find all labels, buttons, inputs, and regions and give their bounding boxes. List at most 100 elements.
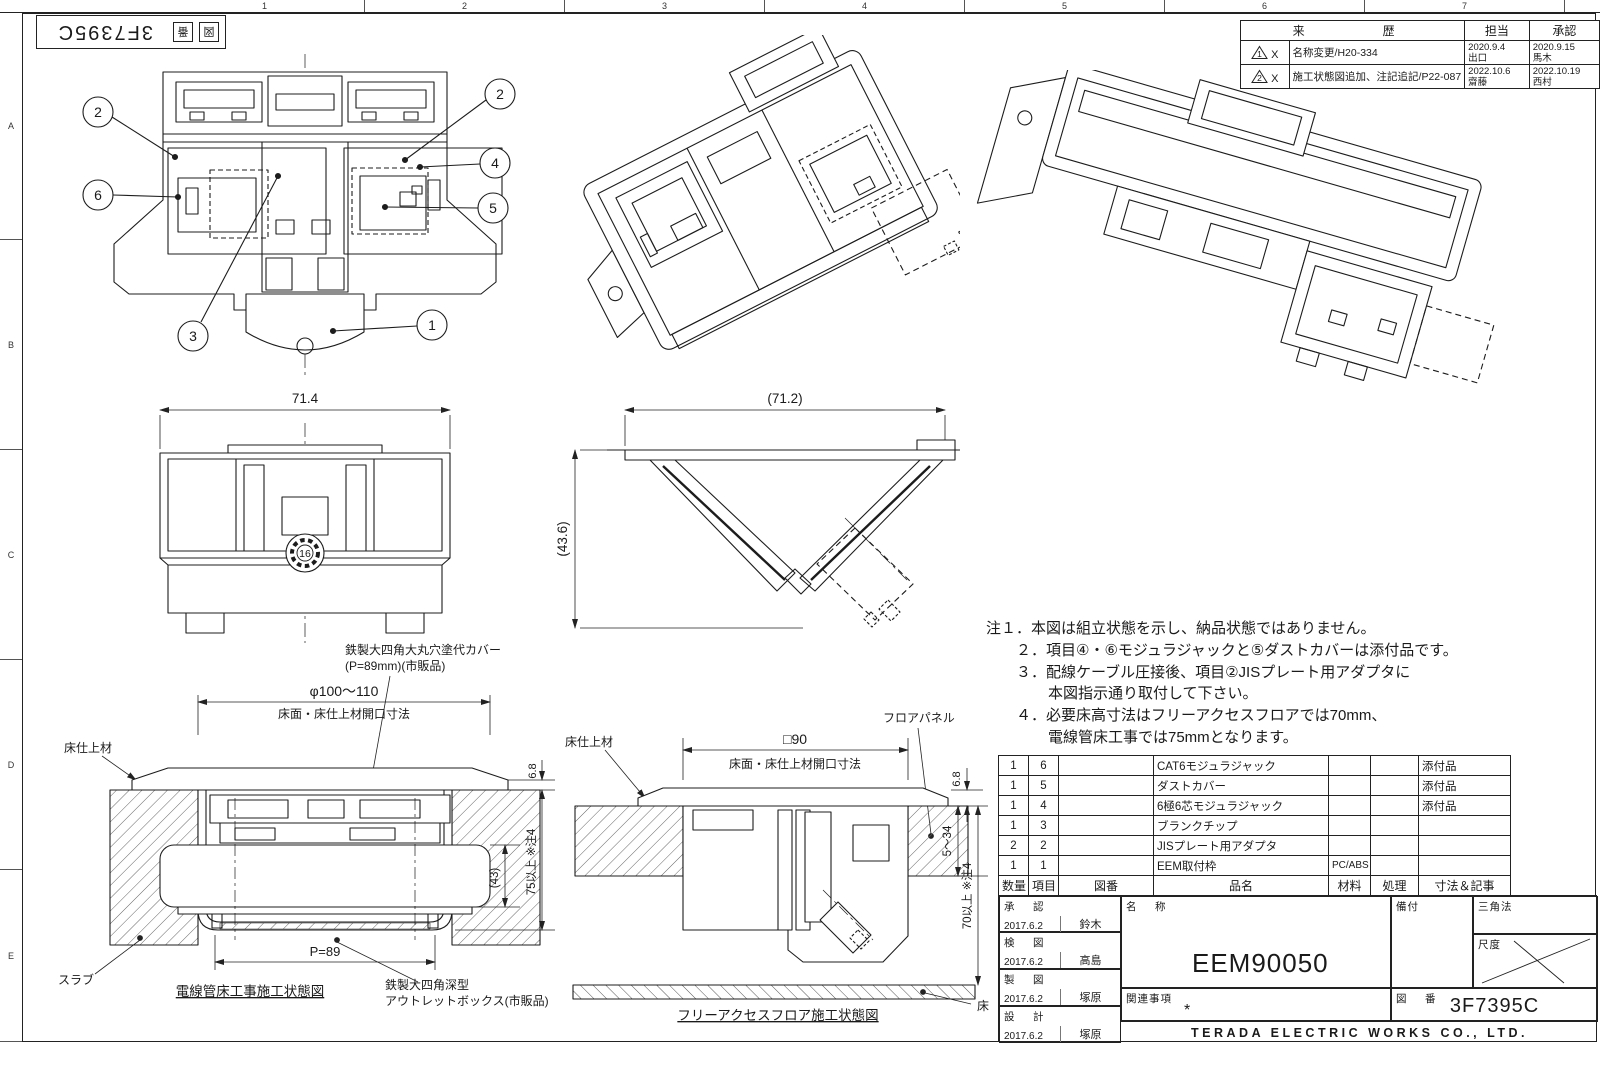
name-cell: 名 称 EEM90050 (1121, 896, 1391, 988)
border-row-D: D (0, 660, 22, 870)
dim-square-90: □90 (783, 731, 807, 747)
label-cover-line1: 鉄製大四角大丸穴塗代カバー (345, 642, 501, 657)
scale-cross-mark (1481, 938, 1591, 984)
label-outlet-box-line1: 鉄製大四角深型 (385, 977, 469, 992)
label-outlet-box-line2: アウトレットボックス(市販品) (385, 993, 549, 1008)
stamp-zu-box: 図 (199, 22, 219, 42)
dim-6-8: 6.8 (527, 763, 539, 778)
attachment-label: 備付 (1396, 901, 1419, 913)
border-column-6: 6 (1165, 0, 1365, 12)
dim-diameter: φ100～110 (310, 683, 379, 699)
note-line-2: ２．項目④・⑥モジュラジャックと⑤ダストカバーは添付品です。 (1016, 641, 1458, 659)
label-cover-line2: (P=89mm)(市販品) (345, 658, 445, 673)
note-line-5: ４．必要床高寸法はフリーアクセスフロアでは70mm、 (1016, 707, 1387, 725)
dim-opening-label-2: 床面・床仕上材開口寸法 (729, 757, 861, 771)
border-column-4: 4 (765, 0, 965, 12)
attachment-cell: 備付 (1391, 896, 1473, 988)
callout-5: 5 (489, 200, 497, 216)
dim-6-8-floor: 6.8 (951, 771, 963, 786)
note-line-6: 電線管床工事では75mmとなります。 (1048, 728, 1298, 746)
projection-method-cell: 三角法 (1473, 896, 1598, 934)
revision-mark: 1 X (1240, 40, 1290, 65)
border-top-line (0, 12, 1600, 13)
label-floor-finish-2: 床仕上材 (565, 735, 613, 749)
dim-opening-label: 床面・床仕上材開口寸法 (278, 707, 410, 721)
free-access-floor-view: フロアパネル □90 床面・床仕上材開口寸法 床仕上材 (565, 711, 989, 1023)
border-row-C: C (0, 450, 22, 660)
company-name: TERADA ELECTRIC WORKS CO., LTD. (1121, 1021, 1598, 1044)
dim-side-height: (43.6) (555, 521, 570, 556)
drawing-number-label: 図 番 (1396, 993, 1440, 1005)
border-column-3: 3 (565, 0, 765, 12)
note-line-4: 本図指示通り取付して下さい。 (1048, 685, 1258, 703)
drawing-number-cell: 図 番 3F7395C (1391, 988, 1598, 1021)
svg-text:2: 2 (1257, 73, 1262, 83)
revision-mark: 2 X (1240, 64, 1290, 89)
projection-method-label: 三角法 (1478, 901, 1513, 913)
label-floor: 床 (977, 999, 989, 1013)
conduit-section-view: 鉄製大四角大丸穴塗代カバー (P=89mm)(市販品) φ100～110 床面・… (58, 642, 555, 1008)
plan-view: 2 6 3 2 4 5 1 (82, 54, 516, 378)
parts-header-row: 数量項目図番品名材料処理寸法＆記事 (998, 875, 1511, 896)
callout-4: 4 (491, 155, 499, 171)
drawing-number-value: 3F7395C (1449, 995, 1540, 1017)
revision-description: 施工状態図追加、注記追記/P22-087 (1288, 64, 1466, 89)
name-label: 名 称 (1126, 901, 1170, 913)
caption-conduit-view: 電線管床工事施工状態図 (176, 984, 325, 999)
callout-2-left: 2 (94, 104, 102, 120)
callout-3: 3 (189, 328, 197, 344)
dim-p89: P=89 (310, 944, 341, 959)
dim-5-34: 5～34 (942, 825, 954, 856)
dial-16: 16 (299, 548, 311, 560)
drawing-number-stamp: 図 番 3F7395C (36, 15, 226, 49)
scale-label: 尺度 (1478, 939, 1501, 951)
note-line-3: ３．配線ケーブル圧接後、項目②JISプレート用アダプタに (1016, 663, 1411, 681)
isometric-view-right (976, 70, 1495, 384)
related-items-label: 関連事項 (1126, 993, 1172, 1005)
scale-cell: 尺度 (1473, 934, 1598, 988)
border-row-A: A (0, 13, 22, 240)
callout-6: 6 (94, 187, 102, 203)
related-items-cell: 関連事項 * (1121, 988, 1391, 1021)
caption-free-access-view: フリーアクセスフロア施工状態図 (677, 1008, 878, 1023)
front-view: 71.4 16 (159, 391, 451, 643)
dim-side-width: (71.2) (767, 391, 802, 406)
border-row-B: B (0, 240, 22, 450)
related-items-value: * (1184, 1002, 1191, 1019)
dim-front-width: 71.4 (292, 391, 319, 406)
callout-2-right: 2 (496, 86, 504, 102)
border-row-E: E (0, 870, 22, 1042)
border-column-5: 5 (965, 0, 1165, 12)
label-slab: スラブ (58, 972, 94, 987)
isometric-view-center (583, 35, 960, 350)
side-view: (71.2) (43.6) (555, 391, 960, 629)
revision-description: 名称変更/H20-334 (1288, 40, 1466, 65)
dim-70-min: 70以上 ※注4 (960, 862, 974, 929)
dim-43: (43) (489, 868, 501, 889)
stamp-ban-box: 番 (173, 22, 193, 42)
stamp-number: 3F7395C (56, 21, 153, 44)
product-name: EEM90050 (1192, 948, 1329, 978)
border-column-2: 2 (365, 0, 565, 12)
dim-75-min: 75以上 ※注4 (524, 828, 538, 895)
border-column-7: 7 (1365, 0, 1565, 12)
label-floor-finish: 床仕上材 (64, 741, 112, 755)
svg-text:1: 1 (1257, 49, 1262, 59)
notes-block: 注１．本図は組立状態を示し、納品状態ではありません。２．項目④・⑥モジュラジャッ… (986, 618, 1598, 749)
